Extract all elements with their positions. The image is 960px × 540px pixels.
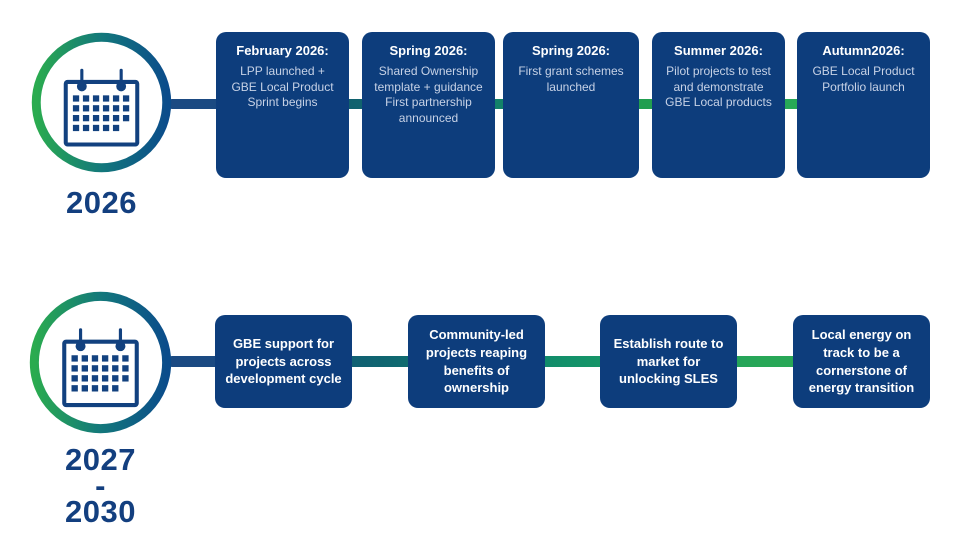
year-text: 2026 (66, 185, 137, 220)
year-text-end: 2030 (65, 494, 136, 529)
year-label-2027-2030: 2027 - 2030 (28, 442, 173, 529)
milestone-box-autumn-2026: Autumn2026: GBE Local Product Portfolio … (797, 32, 930, 178)
box-title: February 2026: (236, 43, 329, 58)
box-body: Pilot projects to test and demonstrate G… (665, 64, 772, 110)
box-body: Shared Ownership template + guidance Fir… (374, 64, 483, 126)
box-body: LPP launched + GBE Local Product Sprint … (231, 64, 334, 110)
milestone-box-spring-2026-a: Spring 2026: Shared Ownership template +… (362, 32, 495, 178)
calendar-icon (31, 32, 172, 173)
milestone-box-gbe-support: GBE support for projects across developm… (215, 315, 352, 408)
milestone-box-spring-2026-b: Spring 2026: First grant schemes launche… (503, 32, 639, 178)
calendar-badge-2026 (30, 31, 173, 174)
box-text: Local energy on track to be a cornerston… (808, 327, 915, 396)
milestone-box-route-to-market: Establish route to market for unlocking … (600, 315, 737, 408)
year-label-2026: 2026 (30, 185, 173, 220)
year-text-dash: - (95, 468, 106, 503)
timeline-connector-2027-2030 (170, 356, 930, 367)
box-title: Summer 2026: (674, 43, 763, 58)
box-title: Autumn2026: (822, 43, 905, 58)
box-text: Establish route to market for unlocking … (613, 336, 724, 387)
calendar-badge-2027-2030 (28, 290, 173, 435)
calendar-icon (29, 291, 172, 434)
box-title: Spring 2026: (531, 43, 611, 58)
milestone-box-feb-2026: February 2026: LPP launched + GBE Local … (216, 32, 349, 178)
box-body: GBE Local Product Portfolio launch (812, 64, 915, 94)
milestone-box-local-energy: Local energy on track to be a cornerston… (793, 315, 930, 408)
year-text-start: 2027 (65, 442, 136, 477)
milestone-box-community-led: Community-led projects reaping benefits … (408, 315, 545, 408)
box-title: Spring 2026: (389, 43, 468, 58)
box-text: Community-led projects reaping benefits … (425, 327, 528, 396)
box-body: First grant schemes launched (518, 64, 624, 94)
milestone-box-summer-2026: Summer 2026: Pilot projects to test and … (652, 32, 785, 178)
box-text: GBE support for projects across developm… (225, 336, 342, 387)
